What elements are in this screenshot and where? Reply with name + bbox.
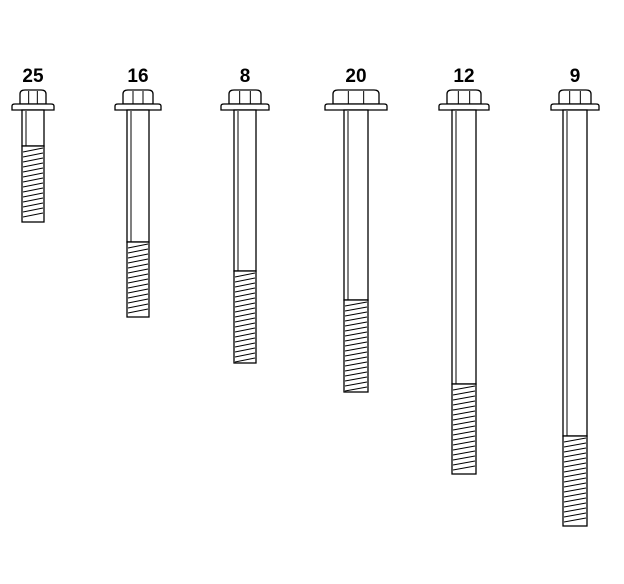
bolt-head (11, 89, 55, 111)
bolt-shank (343, 109, 369, 301)
bolt-thread (343, 299, 369, 393)
bolt-9: 9 (550, 66, 600, 527)
bolt-8: 8 (220, 66, 270, 364)
bolt-head (324, 89, 388, 111)
bolt-head (438, 89, 490, 111)
bolt-thread (21, 145, 45, 223)
bolt-label: 16 (127, 66, 148, 87)
bolt-shank (451, 109, 477, 385)
bolt-label: 8 (240, 66, 251, 87)
bolt-shank (562, 109, 588, 437)
bolt-thread (562, 435, 588, 527)
bolt-head (550, 89, 600, 111)
bolt-12: 12 (438, 66, 490, 475)
bolt-label: 25 (22, 66, 44, 87)
bolt-16: 16 (114, 66, 162, 318)
bolt-25: 25 (11, 66, 55, 223)
bolt-label: 12 (453, 66, 474, 87)
bolt-thread (126, 241, 150, 318)
bolt-head (220, 89, 270, 111)
bolt-thread (451, 383, 477, 475)
bolt-20: 20 (324, 66, 388, 393)
bolt-shank (21, 109, 45, 147)
bolt-shank (126, 109, 150, 243)
bolt-head (114, 89, 162, 111)
bolt-label: 20 (345, 66, 366, 87)
bolt-label: 9 (570, 66, 581, 87)
bolt-shank (233, 109, 257, 272)
bolt-thread (233, 270, 257, 364)
